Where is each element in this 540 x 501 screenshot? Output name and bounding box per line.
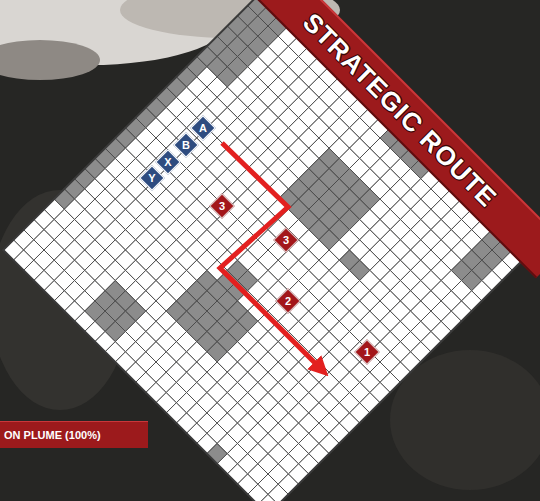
smoke-cloud: [0, 40, 100, 80]
callout-marker: 3: [212, 196, 232, 216]
grid-cell: [258, 494, 278, 501]
callout-number: 3: [276, 230, 296, 250]
button-letter: Y: [142, 168, 162, 188]
button-tile: B: [176, 135, 196, 155]
button-letter: A: [193, 118, 213, 138]
button-tile: Y: [142, 168, 162, 188]
status-bar: ON PLUME (100%): [0, 421, 148, 448]
status-text: ON PLUME (100%): [0, 429, 111, 441]
callout-marker: 3: [276, 230, 296, 250]
callout-marker: 1: [357, 342, 377, 362]
route-path: [220, 143, 322, 370]
button-tile: A: [193, 118, 213, 138]
rock-texture: [0, 190, 130, 410]
button-tile: X: [158, 152, 178, 172]
callout-number: 3: [212, 196, 232, 216]
callout-number: 2: [278, 291, 298, 311]
button-letter: X: [158, 152, 178, 172]
button-letter: B: [176, 135, 196, 155]
callout-number: 1: [357, 342, 377, 362]
callout-marker: 2: [278, 291, 298, 311]
